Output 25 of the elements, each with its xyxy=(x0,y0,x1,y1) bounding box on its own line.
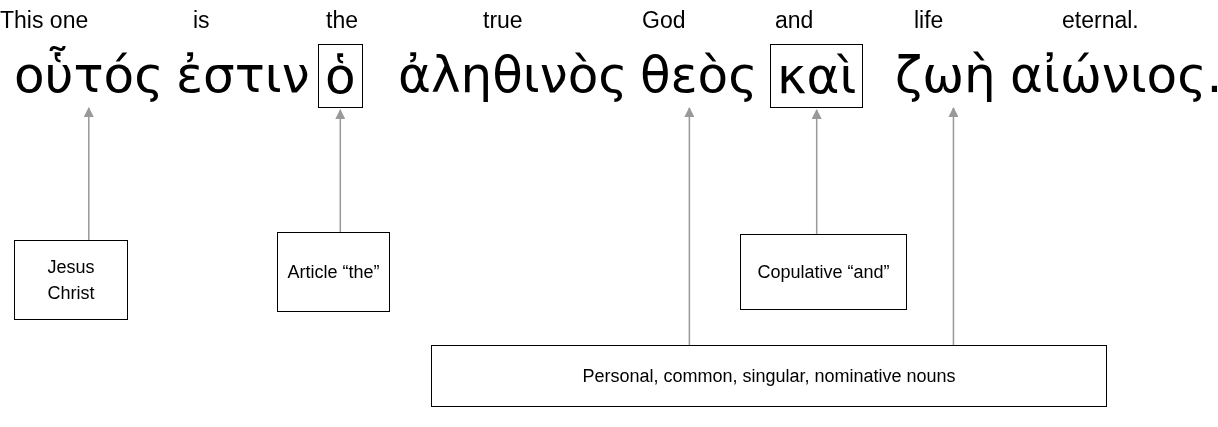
greek-word: θεὸς xyxy=(640,44,758,106)
boxed-word: ὁ xyxy=(318,44,363,108)
arrow xyxy=(335,109,346,233)
english-gloss: is xyxy=(193,6,210,34)
annotation-box: Personal, common, singular, nominative nouns xyxy=(431,345,1107,407)
english-gloss: life xyxy=(914,6,944,34)
annotation-box: Article “the” xyxy=(277,232,390,312)
annotation-box: Jesus Christ xyxy=(14,240,128,320)
boxed-word: καὶ xyxy=(770,44,864,108)
english-gloss: eternal. xyxy=(1062,6,1139,34)
arrow xyxy=(948,107,959,346)
greek-word: οὗτός xyxy=(14,44,164,106)
greek-word: ἐστιν xyxy=(176,45,310,106)
english-gloss: and xyxy=(775,6,814,34)
greek-word: ἀληθινὸς xyxy=(398,45,628,106)
arrow xyxy=(83,107,94,241)
english-gloss: the xyxy=(326,6,358,34)
arrow xyxy=(684,107,695,346)
english-gloss: God xyxy=(642,6,686,34)
arrow xyxy=(811,109,822,235)
annotation-box: Copulative “and” xyxy=(740,234,907,310)
english-gloss: true xyxy=(483,6,523,34)
english-gloss: This one xyxy=(0,6,89,34)
greek-word: αἰώνιος. xyxy=(1010,45,1218,106)
greek-word: ζωὴ xyxy=(895,44,996,106)
